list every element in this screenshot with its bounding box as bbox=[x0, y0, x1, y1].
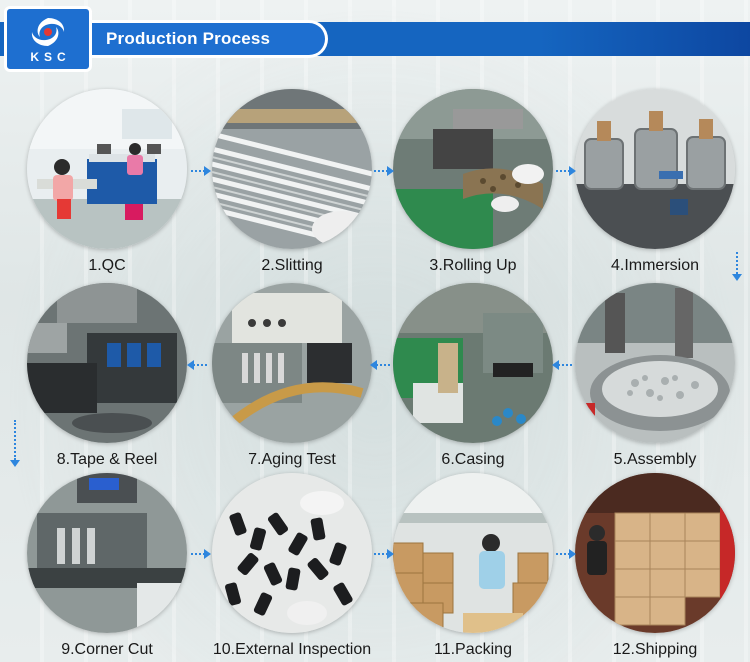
shipping-photo bbox=[575, 473, 735, 633]
slitting-photo bbox=[212, 89, 372, 249]
corner-cut-photo bbox=[27, 473, 187, 633]
step-label: 3.Rolling Up bbox=[429, 257, 517, 274]
aging-test-photo bbox=[212, 283, 372, 443]
arrow-right-icon bbox=[191, 549, 211, 559]
qc-photo bbox=[27, 89, 187, 249]
logo-text: KSC bbox=[30, 49, 71, 64]
arrow-left-icon bbox=[370, 360, 390, 370]
arrow-right-icon bbox=[374, 549, 394, 559]
assembly-photo bbox=[575, 283, 735, 443]
external-inspection-photo bbox=[212, 473, 372, 633]
arrow-down-icon bbox=[10, 420, 20, 467]
immersion-photo bbox=[575, 89, 735, 249]
step-label: 6.Casing bbox=[441, 451, 505, 468]
step-label: 7.Aging Test bbox=[248, 451, 336, 468]
step-label: 4.Immersion bbox=[610, 257, 700, 274]
step-label: 2.Slitting bbox=[261, 257, 323, 274]
packing-photo bbox=[393, 473, 553, 633]
title-banner: Production Process bbox=[60, 20, 328, 58]
rolling-up-photo bbox=[393, 89, 553, 249]
page-title: Production Process bbox=[106, 29, 271, 48]
arrow-right-icon bbox=[556, 166, 576, 176]
tape-reel-photo bbox=[27, 283, 187, 443]
step-label: 1.QC bbox=[88, 257, 126, 274]
arrow-left-icon bbox=[187, 360, 207, 370]
step-label: 12.Shipping bbox=[612, 641, 698, 658]
step-label: 5.Assembly bbox=[613, 451, 697, 468]
step-label: 8.Tape & Reel bbox=[56, 451, 158, 468]
ksc-swirl-icon bbox=[31, 17, 65, 46]
arrow-right-icon bbox=[191, 166, 211, 176]
company-logo: KSC bbox=[4, 6, 92, 72]
arrow-left-icon bbox=[552, 360, 572, 370]
arrow-right-icon bbox=[556, 549, 576, 559]
step-label: 9.Corner Cut bbox=[61, 641, 153, 658]
step-label: 11.Packing bbox=[434, 641, 512, 658]
step-label: 10.External Inspection bbox=[212, 641, 372, 658]
arrow-right-icon bbox=[374, 166, 394, 176]
casing-photo bbox=[393, 283, 553, 443]
arrow-down-icon bbox=[732, 252, 742, 281]
